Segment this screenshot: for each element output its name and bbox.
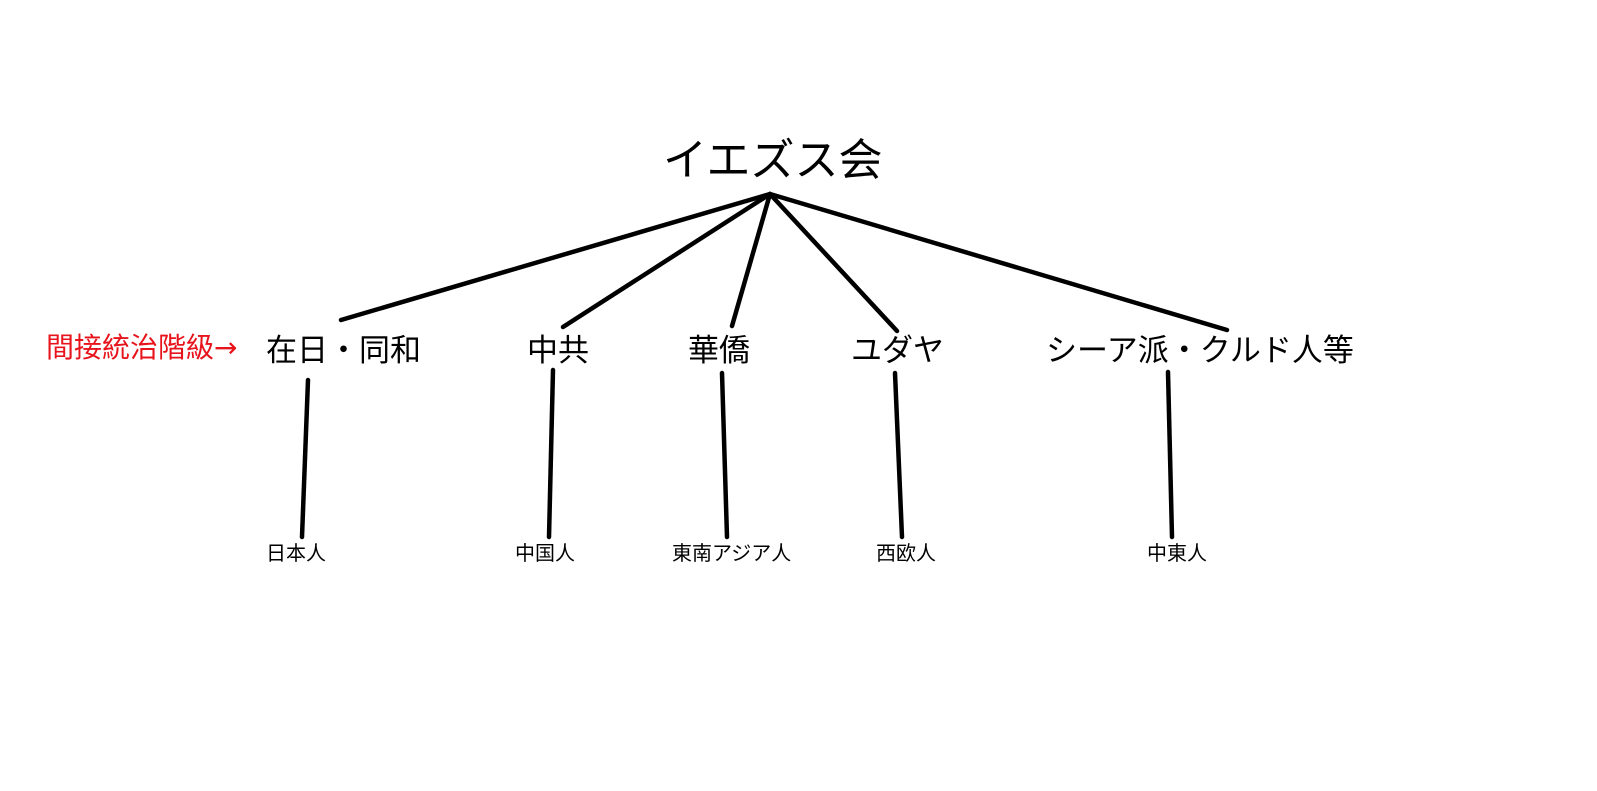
branch-to-leaf-connector bbox=[892, 370, 905, 540]
root-to-branch-connector bbox=[767, 191, 1230, 333]
root-to-branch-connector bbox=[729, 191, 773, 329]
root-to-branch-connector bbox=[338, 191, 773, 323]
branch-node-label: 在日・同和 bbox=[266, 333, 421, 369]
leaf-node-label: 日本人 bbox=[266, 541, 326, 565]
branch-to-leaf-connector bbox=[546, 367, 556, 540]
branch-node-label: ユダヤ bbox=[851, 333, 944, 369]
branch-to-leaf-connector bbox=[1165, 369, 1175, 540]
indirect-rule-class-annotation: 間接統治階級→ bbox=[46, 331, 238, 364]
branch-to-leaf-connector bbox=[719, 370, 730, 540]
branch-node-label: シーア派・クルド人等 bbox=[1046, 333, 1354, 369]
branch-node-label: 中共 bbox=[527, 333, 589, 369]
leaf-node-label: 中東人 bbox=[1147, 541, 1207, 565]
root-node-label: イエズス会 bbox=[663, 135, 883, 186]
root-to-branch-connector bbox=[767, 191, 900, 334]
leaf-node-label: 中国人 bbox=[515, 541, 575, 565]
branch-to-leaf-connector bbox=[299, 377, 311, 540]
branch-node-label: 華僑 bbox=[688, 333, 750, 369]
leaf-node-label: 東南アジア人 bbox=[672, 541, 792, 565]
leaf-node-label: 西欧人 bbox=[876, 541, 936, 565]
root-to-branch-connector bbox=[560, 191, 773, 330]
